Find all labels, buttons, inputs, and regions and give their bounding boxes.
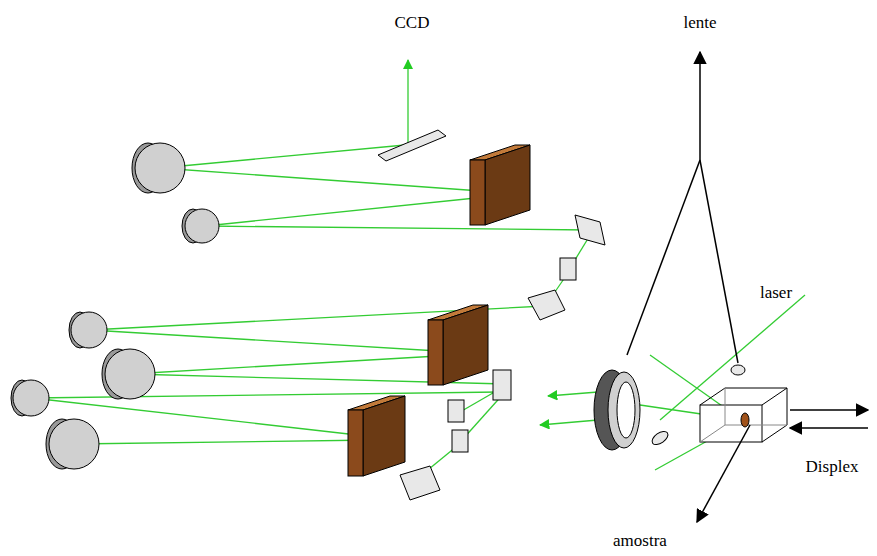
beam <box>205 196 495 226</box>
beam <box>160 168 495 192</box>
lens <box>617 382 635 438</box>
grating <box>348 410 363 476</box>
displex-arrow <box>790 427 868 429</box>
beam <box>548 392 598 396</box>
beam <box>660 295 805 420</box>
lens-cone <box>700 160 738 363</box>
grating <box>443 305 488 385</box>
sample-box <box>700 388 787 442</box>
displex-arrow <box>790 409 868 411</box>
mirror <box>49 419 99 469</box>
mirror <box>135 143 185 193</box>
beam <box>130 355 455 374</box>
slit <box>493 370 511 400</box>
beam <box>205 226 590 230</box>
mirror <box>13 380 49 416</box>
arrows <box>627 52 868 522</box>
box-face <box>700 405 762 442</box>
sample-arrow <box>697 425 750 522</box>
collection-lens <box>594 370 640 450</box>
box-edge <box>725 425 787 426</box>
sample <box>741 413 749 427</box>
plane-mirror <box>400 466 440 500</box>
light-beams <box>32 60 805 478</box>
grating <box>363 396 405 476</box>
mirrors <box>11 143 219 469</box>
mirror <box>105 349 155 399</box>
beam <box>160 145 405 168</box>
slit <box>575 215 605 245</box>
ccd-detector <box>378 130 446 161</box>
beam <box>74 440 375 444</box>
beam <box>407 60 408 143</box>
part-label: lente <box>681 14 718 33</box>
beam <box>540 420 598 425</box>
part-label: Displex <box>804 458 861 477</box>
grating <box>485 145 530 225</box>
beam <box>90 330 455 352</box>
mirror <box>71 312 107 348</box>
lens-cone <box>627 160 700 355</box>
slit <box>448 400 464 422</box>
part-label: CCD <box>393 14 432 33</box>
gratings <box>348 145 530 476</box>
plane-mirror <box>528 290 565 320</box>
part-label: laser <box>758 284 794 303</box>
optics <box>378 130 745 500</box>
slit <box>560 258 576 280</box>
mirror <box>185 209 219 243</box>
beam <box>32 392 500 398</box>
part-label: amostra <box>611 532 669 551</box>
laser-optic <box>731 365 745 375</box>
grating <box>470 160 485 225</box>
box-edge <box>700 388 725 442</box>
box-edge <box>700 388 787 405</box>
grating <box>428 320 443 385</box>
axis-arrow <box>699 52 701 160</box>
laser-optic <box>650 429 670 448</box>
box-edge <box>762 388 787 442</box>
lens <box>608 372 640 448</box>
slit <box>452 430 468 452</box>
